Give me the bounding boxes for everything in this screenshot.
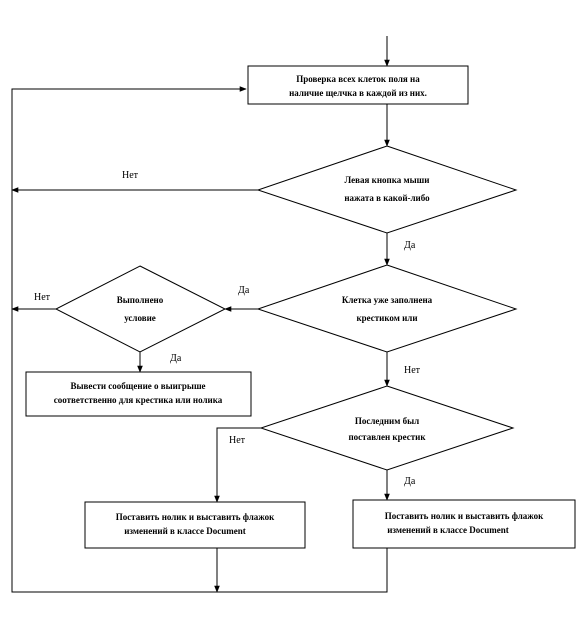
- node-check-cells: Проверка всех клеток поля на наличие щел…: [247, 65, 469, 105]
- decision-left-button-line1: Левая кнопка мыши: [345, 175, 430, 185]
- decision-cell-filled-line1: Клетка уже заполнена: [342, 295, 433, 305]
- node-check-cells-line1: Проверка всех клеток поля на: [296, 74, 420, 84]
- label-lastcross-no: Нет: [229, 435, 246, 446]
- decision-cell-filled-line2: крестиком или: [356, 313, 417, 323]
- node-put-zero-right: Поставить нолик и выставить флажок измен…: [352, 499, 576, 549]
- node-put-zero-right-line1: Поставить нолик и выставить флажок: [385, 511, 544, 521]
- edge-labels: Нет Да Да Нет Да Нет Нет Да: [34, 170, 421, 487]
- decision-cell-filled: Клетка уже заполнена крестиком или: [256, 264, 518, 353]
- decision-condition-line1: Выполнено: [117, 295, 164, 305]
- node-put-zero-left-line2: изменений в классе Document: [124, 526, 245, 536]
- label-leftbutton-yes: Да: [404, 240, 416, 251]
- node-put-zero-left-line1: Поставить нолик и выставить флажок: [116, 512, 275, 522]
- node-win-message: Вывести сообщение о выигрыше соответстве…: [25, 371, 252, 417]
- return-loop-line: [11, 86, 388, 593]
- node-win-message-line2: соответственно для крестика или нолика: [54, 395, 223, 405]
- node-win-message-line1: Вывести сообщение о выигрыше: [70, 381, 205, 391]
- connectors: [11, 36, 390, 593]
- node-put-zero-left: Поставить нолик и выставить флажок измен…: [84, 501, 306, 549]
- decision-left-button-line2: нажата в какой-либо: [344, 193, 430, 203]
- lastcross-no-arrow: [214, 427, 261, 503]
- decision-condition-line2: условие: [124, 313, 156, 323]
- label-condition-no: Нет: [34, 292, 51, 303]
- label-cellfilled-yes: Да: [238, 285, 250, 296]
- node-check-cells-line2: наличие щелчка в каждой из них.: [289, 88, 427, 98]
- decision-last-cross: Последним был поставлен крестик: [259, 385, 515, 471]
- node-put-zero-right-line2: изменений в классе Document: [387, 525, 508, 535]
- label-condition-yes: Да: [170, 353, 182, 364]
- decision-last-cross-line2: поставлен крестик: [348, 432, 426, 442]
- label-cellfilled-no: Нет: [404, 365, 421, 376]
- decision-condition: Выполнено условие: [54, 265, 227, 353]
- decision-left-button: Левая кнопка мыши нажата в какой-либо: [256, 145, 518, 234]
- label-leftbutton-no: Нет: [122, 170, 139, 181]
- label-lastcross-yes: Да: [404, 476, 416, 487]
- decision-last-cross-line1: Последним был: [355, 416, 419, 426]
